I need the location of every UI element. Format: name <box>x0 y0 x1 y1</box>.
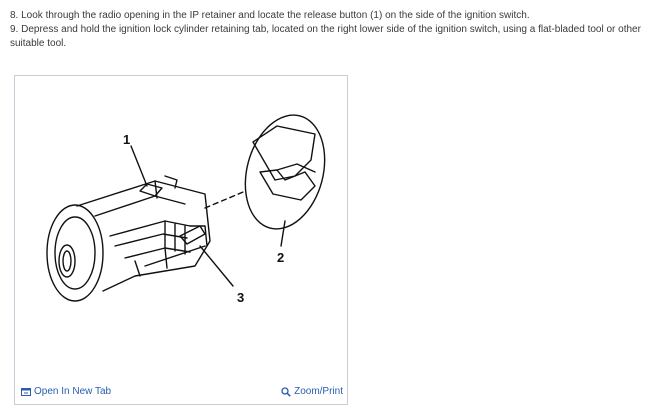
magnifier-icon <box>281 386 291 397</box>
open-in-new-tab-icon <box>21 387 31 397</box>
callout-1: 1 <box>123 132 130 147</box>
open-in-new-tab-label: Open In New Tab <box>34 386 112 397</box>
zoom-print-label: Zoom/Print <box>294 386 343 397</box>
open-in-new-tab-link[interactable]: Open In New Tab <box>21 386 111 397</box>
figure-footer: Open In New Tab Zoom/Print <box>15 380 347 404</box>
zoom-print-link[interactable]: Zoom/Print <box>281 386 343 397</box>
illustration-drawing: 1 2 3 <box>46 114 326 305</box>
instructions: 8. Look through the radio opening in the… <box>10 9 642 51</box>
step-8-text: 8. Look through the radio opening in the… <box>10 10 530 21</box>
ignition-switch-illustration: 1 2 3 <box>15 76 347 376</box>
callout-3: 3 <box>237 290 244 305</box>
figure-card: 1 2 3 Open In New Tab Zoom/Pri <box>14 75 348 405</box>
step-9-text: 9. Depress and hold the ignition lock cy… <box>10 24 641 49</box>
callout-2: 2 <box>277 250 284 265</box>
